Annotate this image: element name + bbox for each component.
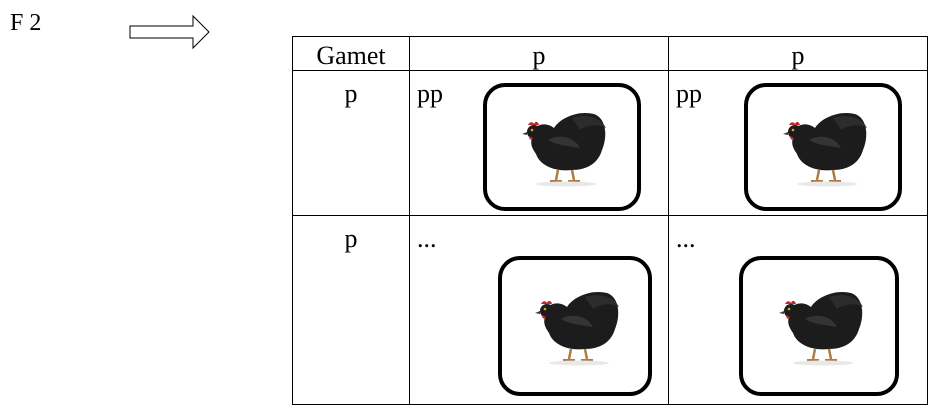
offspring-cell-1-1: pp [409,70,669,216]
genotype-label: pp [676,79,702,108]
hen-image-frame [483,83,641,211]
black-hen-image [779,291,863,366]
row-1-gamete-cell: p [292,70,410,216]
header-cell-gamete: Gamet [292,36,410,71]
header-gamete-1-label: p [532,41,546,70]
black-hen-image [783,112,867,187]
hen-image-frame [498,256,652,396]
header-cell-gamete-2: p [668,36,928,71]
header-cell-gamete-1: p [409,36,669,71]
right-arrow-icon [129,14,210,50]
black-hen-image [535,291,619,366]
hen-image-frame [744,83,902,211]
generation-label: F 2 [10,10,42,36]
row-2-gamete-label: p [344,224,358,253]
header-gamete-2-label: p [791,41,805,70]
punnett-square: Gamet p p p pp pp p ... [292,36,928,405]
genotype-label: ... [417,224,437,253]
offspring-cell-1-2: pp [668,70,928,216]
offspring-cell-2-1: ... [409,215,669,405]
genotype-label: pp [417,79,443,108]
offspring-cell-2-2: ... [668,215,928,405]
hen-image-frame [739,256,899,396]
row-2-gamete-cell: p [292,215,410,405]
header-gamete-label: Gamet [316,41,386,70]
black-hen-image [522,112,606,187]
genotype-label: ... [676,224,696,253]
row-1-gamete-label: p [344,79,358,108]
